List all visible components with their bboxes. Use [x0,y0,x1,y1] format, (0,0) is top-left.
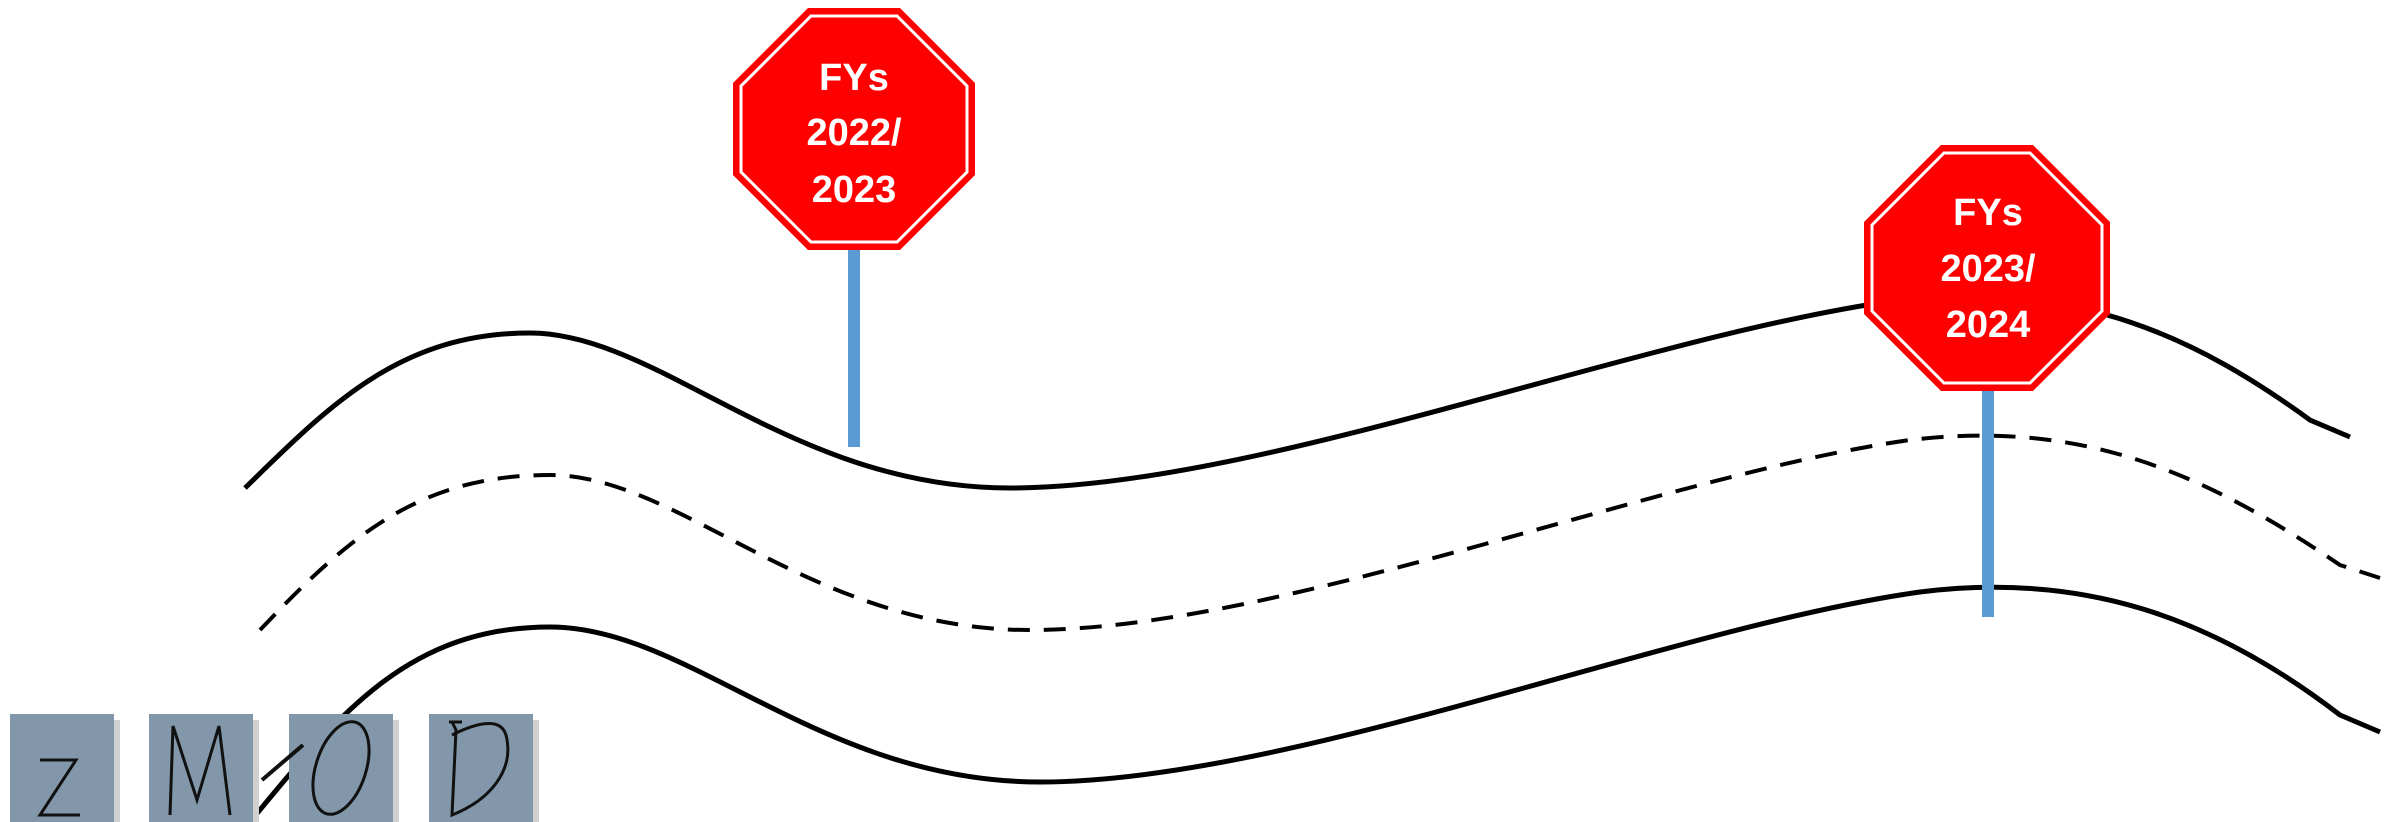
logo-tile [429,714,533,822]
logo-letter-z [37,758,80,817]
zmod-logo [10,714,539,822]
stop-sign-fy-2023-2024: FYs 2023/ 2024 [1864,145,2110,391]
sign-label-line: FYs [1953,192,2023,234]
road-bottom-edge [248,584,2381,822]
stop-sign-octagon-outer [1864,145,2110,391]
logo-letter-d [450,721,510,818]
stop-sign-octagon-border [739,14,969,244]
sign-label-line: 2023/ [1940,248,2036,290]
logo-slash-stroke [260,743,305,782]
sign-label-line: 2024 [1946,304,2031,346]
sign-pole [1982,385,1994,617]
road-center-line [258,433,2381,633]
sign-pole [848,245,860,447]
stop-sign-octagon-outer [733,8,975,250]
logo-tile [149,714,253,822]
logo-letter-m [168,725,232,816]
sign-label-line: 2022/ [806,112,902,154]
logo-letter-o [311,720,371,816]
sign-label-line: 2023 [812,169,897,211]
stop-sign-octagon-border [1870,151,2104,385]
logo-tile [10,714,114,822]
logo-tile [289,714,393,822]
sign-label-line: FYs [819,57,889,99]
stop-sign-fy-2022-2023: FYs 2022/ 2023 [733,8,975,250]
